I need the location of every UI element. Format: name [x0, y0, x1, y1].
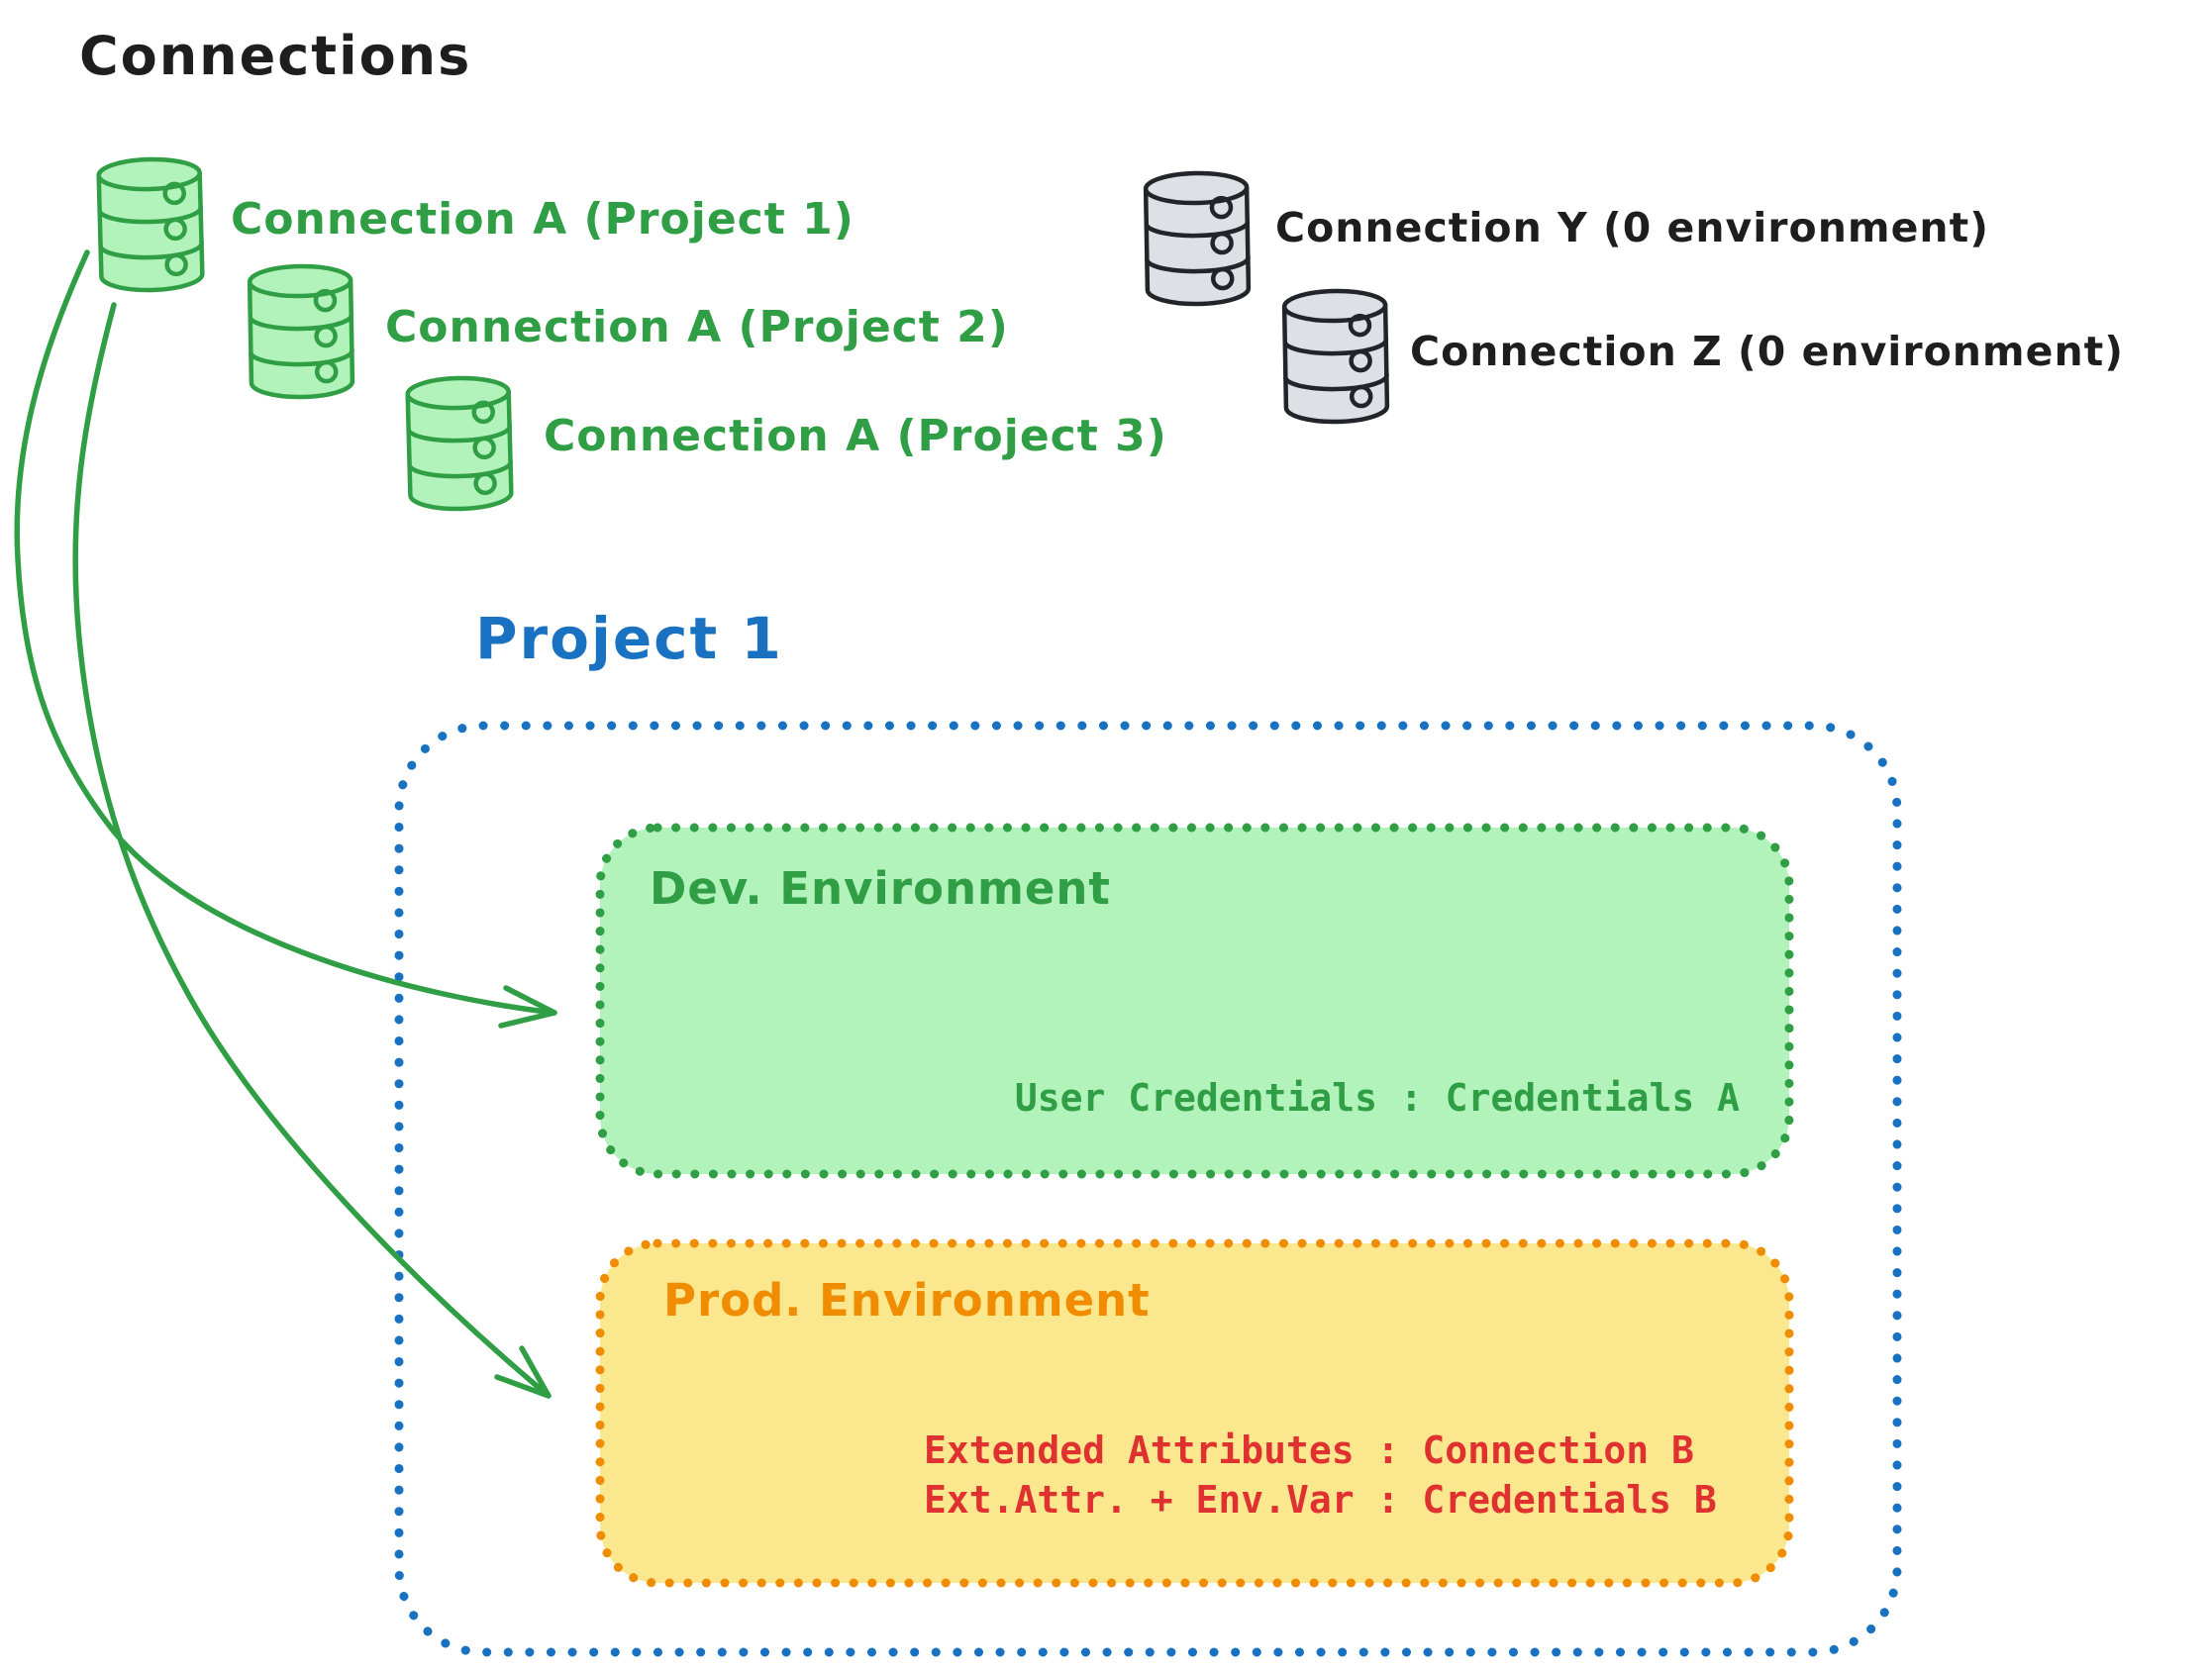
prod-mapping-env-var: Ext.Attr. + Env.Var : Credentials B [924, 1478, 1717, 1522]
cylinder-top-rim [96, 170, 202, 192]
database-icon-connection-y [1143, 170, 1252, 307]
cylinder-seam [406, 423, 512, 443]
cylinder-body [1143, 170, 1252, 307]
cylinder-port [1209, 195, 1234, 220]
arrowhead [498, 985, 557, 1029]
cylinder-port [163, 217, 187, 242]
cylinder-port [164, 252, 188, 277]
cylinder-seam [98, 240, 204, 260]
cylinder-top-rim [405, 389, 511, 411]
database-icon-connection-a-project-3 [405, 375, 514, 512]
cylinder-port [1348, 313, 1372, 338]
prod-environment-title: Prod. Environment [663, 1274, 1151, 1327]
label-connection-a-project-1: Connection A (Project 1) [231, 194, 855, 245]
arrow-connection-a-to-prod-environment [72, 302, 552, 1399]
cylinder-body [405, 375, 514, 512]
cylinder-port [471, 400, 495, 425]
cylinder-body [247, 263, 355, 400]
label-connection-a-project-3: Connection A (Project 3) [544, 411, 1167, 461]
cylinder-seam [1145, 253, 1251, 274]
cylinder-port [1210, 266, 1235, 291]
cylinder-port [1349, 348, 1372, 373]
page-title: Connections [79, 25, 472, 87]
cylinder-top-rim [1281, 302, 1388, 324]
prod-mappings: Extended Attributes : Connection B Ext.A… [924, 1426, 1717, 1525]
cylinder-seam [1144, 218, 1251, 239]
arrow-curve [14, 249, 557, 1016]
arrow-curve [72, 302, 552, 1399]
cylinder-seam [249, 346, 354, 367]
cylinder-top-rim [1143, 184, 1250, 206]
cylinder-top-rim [247, 277, 353, 299]
cylinder-port [472, 436, 496, 460]
cylinder-port [162, 181, 186, 206]
database-icon-connection-z [1281, 288, 1390, 425]
label-connection-a-project-2: Connection A (Project 2) [385, 302, 1009, 352]
cylinder-body [1281, 288, 1390, 425]
prod-mapping-extended-attributes: Extended Attributes : Connection B [924, 1428, 1694, 1472]
project-1-boundary [394, 721, 1902, 1657]
cylinder-seam [97, 204, 203, 225]
prod-environment-box [595, 1238, 1794, 1588]
project-1-title: Project 1 [475, 605, 783, 672]
cylinder-port [1210, 231, 1234, 255]
cylinder-seam [1283, 371, 1389, 392]
cylinder-seam [248, 311, 354, 332]
database-icon-connection-a-project-1 [96, 156, 205, 293]
cylinder-port [314, 359, 339, 384]
cylinder-seam [407, 458, 513, 479]
label-connection-z: Connection Z (0 environment) [1410, 328, 2124, 375]
cylinder-port [313, 288, 338, 313]
dev-credentials-mapping: User Credentials : Credentials A [1014, 1076, 1740, 1120]
cylinder-port [1349, 384, 1373, 409]
database-icon-connection-a-project-2 [247, 263, 355, 400]
cylinder-body [96, 156, 205, 293]
cylinder-port [314, 324, 338, 348]
cylinder-seam [1282, 336, 1389, 356]
dev-environment-box [595, 823, 1794, 1179]
label-connection-y: Connection Y (0 environment) [1275, 204, 1989, 251]
arrowhead [494, 1345, 552, 1399]
arrow-connection-a-to-dev-environment [14, 249, 557, 1029]
dev-environment-title: Dev. Environment [650, 862, 1111, 915]
cylinder-port [473, 471, 497, 496]
